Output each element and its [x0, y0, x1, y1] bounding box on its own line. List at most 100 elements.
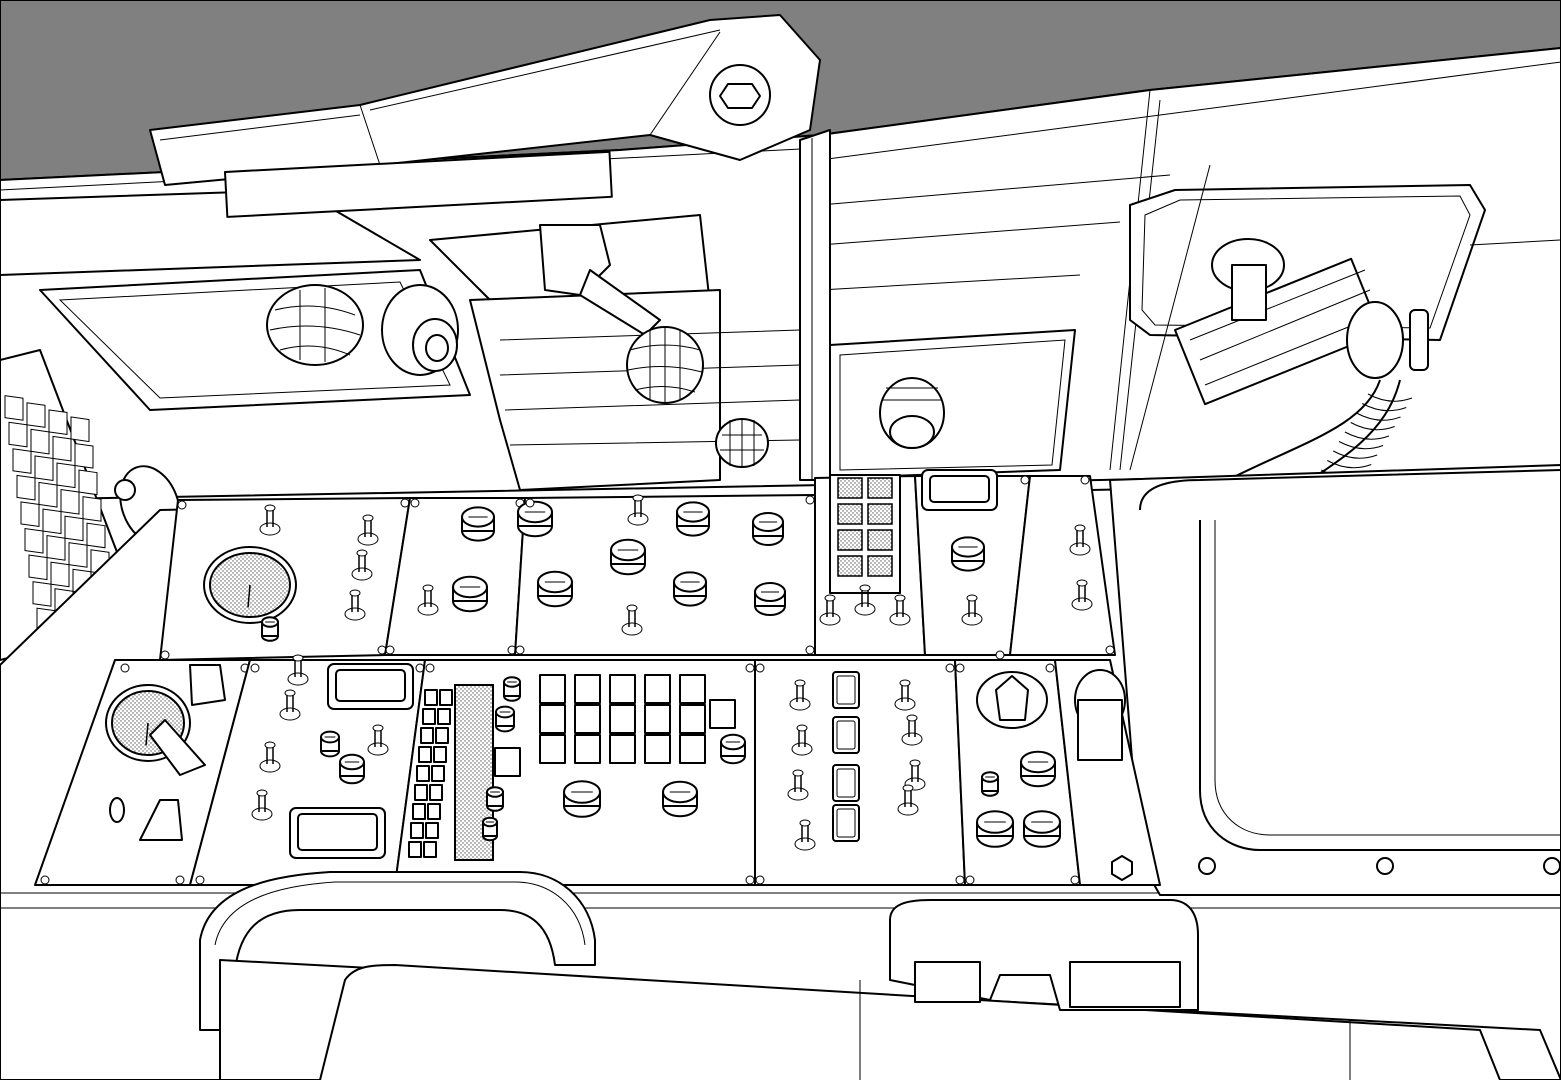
- grille-cell: [24, 527, 44, 554]
- toggle-switch[interactable]: [794, 819, 816, 851]
- push-button[interactable]: [609, 704, 636, 734]
- push-button[interactable]: [644, 704, 671, 734]
- toggle-base: [344, 607, 366, 621]
- push-button[interactable]: [539, 704, 566, 734]
- push-button[interactable]: [679, 734, 706, 764]
- grid-cell: [867, 555, 893, 577]
- throttle-assembly[interactable]: [266, 224, 945, 468]
- toggle-switch[interactable]: [344, 589, 366, 621]
- toggle-switch[interactable]: [901, 714, 923, 746]
- toggle-switch[interactable]: [854, 584, 876, 616]
- push-button[interactable]: [644, 674, 671, 704]
- screw: [955, 663, 965, 673]
- rotary-knob[interactable]: [676, 501, 710, 537]
- push-button-matrix[interactable]: [494, 674, 736, 777]
- rotary-knob[interactable]: [461, 506, 495, 542]
- dial-knob: [995, 675, 1029, 721]
- rotary-knob[interactable]: [503, 676, 521, 702]
- screw: [40, 875, 50, 885]
- switch-guard[interactable]: [921, 469, 998, 511]
- rotary-knob[interactable]: [563, 780, 601, 818]
- rotary-knob[interactable]: [951, 536, 985, 572]
- rotary-knob[interactable]: [754, 582, 786, 616]
- push-button[interactable]: [539, 734, 566, 764]
- toggle-switch[interactable]: [279, 689, 301, 721]
- rotary-knob[interactable]: [752, 512, 784, 546]
- toggle-switch[interactable]: [897, 784, 919, 816]
- toggle-switch[interactable]: [894, 679, 916, 711]
- rotary-knob[interactable]: [452, 575, 488, 613]
- toggle-switch[interactable]: [351, 549, 373, 581]
- push-button[interactable]: [609, 674, 636, 704]
- rotary-knob[interactable]: [320, 730, 340, 758]
- toggle-switch[interactable]: [367, 724, 389, 756]
- toggle-base: [357, 532, 379, 546]
- push-button[interactable]: [494, 747, 521, 777]
- selector-dial[interactable]: [976, 671, 1048, 729]
- cable-connector[interactable]: [1074, 669, 1126, 761]
- toggle-tip: [894, 594, 906, 602]
- push-button[interactable]: [574, 674, 601, 704]
- toggle-switch[interactable]: [1071, 579, 1093, 611]
- toggle-switch[interactable]: [889, 594, 911, 626]
- toggle-switch[interactable]: [251, 789, 273, 821]
- toggle-tip: [422, 584, 434, 592]
- toggle-switch[interactable]: [787, 769, 809, 801]
- toggle-switch[interactable]: [259, 741, 281, 773]
- toggle-switch[interactable]: [287, 654, 309, 686]
- rotary-knob[interactable]: [976, 810, 1014, 848]
- rotary-knob[interactable]: [517, 500, 553, 538]
- push-button[interactable]: [574, 704, 601, 734]
- toggle-switch[interactable]: [961, 594, 983, 626]
- toggle-switch[interactable]: [819, 594, 841, 626]
- push-button[interactable]: [574, 734, 601, 764]
- switch-guard[interactable]: [327, 663, 414, 710]
- toggle-switch[interactable]: [789, 679, 811, 711]
- indicator-lamp: [832, 764, 860, 802]
- push-button[interactable]: [644, 734, 671, 764]
- screw: [745, 875, 755, 885]
- strip-cell: [408, 841, 422, 858]
- push-button[interactable]: [539, 674, 566, 704]
- canopy-handle[interactable]: [149, 14, 821, 218]
- lever[interactable]: [139, 799, 183, 841]
- rotary-knob[interactable]: [981, 771, 999, 797]
- toggle-switch[interactable]: [357, 514, 379, 546]
- rotary-knob[interactable]: [482, 816, 498, 842]
- rotary-knob[interactable]: [486, 786, 504, 812]
- rotary-knob[interactable]: [537, 570, 573, 608]
- rotary-knob[interactable]: [1020, 750, 1056, 788]
- panel-plate: [1009, 475, 1116, 656]
- rotary-knob[interactable]: [662, 780, 698, 818]
- rotary-knob[interactable]: [339, 753, 365, 785]
- toggle-tip: [1076, 579, 1088, 587]
- indicator-lamp: [832, 716, 860, 754]
- push-button[interactable]: [609, 734, 636, 764]
- rotary-knob[interactable]: [610, 538, 646, 576]
- toggle-switch[interactable]: [1069, 524, 1091, 556]
- push-button[interactable]: [679, 704, 706, 734]
- rotary-knob[interactable]: [673, 571, 707, 607]
- rotary-knob[interactable]: [261, 616, 279, 642]
- push-button[interactable]: [679, 674, 706, 704]
- lever-block: [189, 664, 226, 706]
- rotary-knob[interactable]: [495, 705, 515, 733]
- toggle-base: [1069, 542, 1091, 556]
- toggle-tip: [626, 604, 638, 612]
- indicator-grid: [829, 474, 901, 594]
- switch-guard[interactable]: [289, 807, 386, 859]
- toggle-switch[interactable]: [417, 584, 439, 616]
- screw: [525, 498, 535, 508]
- toggle-switch[interactable]: [627, 494, 649, 526]
- push-button[interactable]: [709, 699, 736, 729]
- toggle-tip: [906, 714, 918, 722]
- toggle-switch[interactable]: [259, 504, 281, 536]
- lever[interactable]: [149, 664, 226, 776]
- rotary-knob[interactable]: [1023, 810, 1061, 848]
- toggle-switch[interactable]: [621, 604, 643, 636]
- strip-cell: [424, 689, 438, 706]
- rotary-knob[interactable]: [720, 733, 746, 765]
- toggle-switch[interactable]: [791, 724, 813, 756]
- grille-cell: [74, 442, 94, 469]
- toggle-tip: [264, 504, 276, 512]
